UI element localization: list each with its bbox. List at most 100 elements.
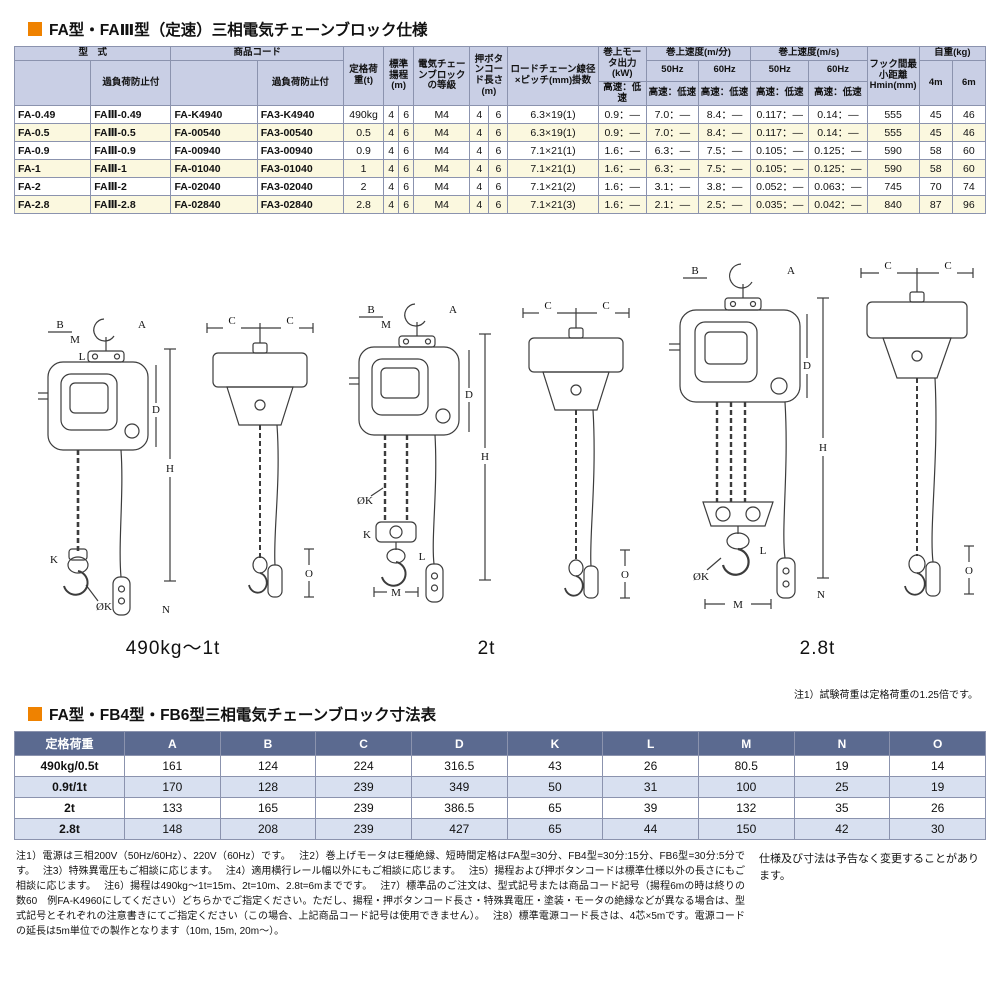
spec-cell: 0.5 [342, 123, 385, 143]
spec-cell: 2.5：― [697, 195, 752, 215]
spec-cell: 7.1×21(1) [507, 141, 599, 161]
spec-cell: 46 [951, 123, 987, 143]
drawing-lines [205, 323, 314, 598]
dim-label: B [691, 265, 698, 277]
hoist-side-drawing-2t: C C O [521, 300, 630, 599]
dim-cell: 50 [506, 776, 604, 799]
spec-cell: 7.5：― [697, 159, 752, 179]
spec-cell: 6 [398, 177, 415, 197]
dim-cell: 427 [410, 818, 508, 841]
spec-cell: 0.063：― [808, 177, 868, 197]
dim-cell: 2.8t [14, 818, 125, 841]
dim-label: D [803, 360, 811, 372]
col-s50-split: 高速：低速 [750, 80, 810, 107]
spec-cell: M4 [413, 105, 471, 125]
spec-cell: 0.125：― [808, 141, 868, 161]
spec-cell: 45 [918, 105, 953, 125]
spec-cell: 0.117：― [750, 105, 810, 125]
spec-cell: 8.4：― [697, 123, 752, 143]
dim-cell: 239 [315, 818, 412, 841]
spec-cell: 7.0：― [645, 123, 699, 143]
spec-cell: 6 [488, 159, 509, 179]
dim-col-header: C [315, 731, 412, 757]
dim-title-text: FA型・FB4型・FB6型三相電気チェーンブロック寸法表 [49, 707, 437, 725]
dim-cell: 165 [219, 797, 317, 820]
spec-cell: 4 [383, 105, 400, 125]
figure-caption: 490kg〜1t [125, 638, 221, 660]
figure-pair: B M A L D H K ØK N [18, 313, 329, 623]
spec-cell: 6 [398, 159, 415, 179]
col-code-overload: 過負荷防止付 [256, 59, 344, 107]
dim-cell: 316.5 [410, 755, 508, 778]
drawing-lines [521, 308, 630, 599]
spec-cell: 45 [918, 123, 953, 143]
figure-pair: B M A ØK L D H K M [329, 298, 645, 628]
dim-cell: 132 [697, 797, 795, 820]
dim-label: A [449, 304, 457, 316]
spec-cell: FAⅢ-0.5 [90, 123, 172, 143]
col-hook-min-distance: フック間最小距離Hmin(mm) [866, 45, 920, 107]
spec-cell: 6 [488, 105, 509, 125]
spec-cell: 46 [951, 105, 987, 125]
spec-cell: 6 [488, 141, 509, 161]
spec-cell: 0.105：― [750, 141, 810, 161]
spec-cell: 0.117：― [750, 123, 810, 143]
dim-label: A [787, 265, 795, 277]
spec-cell: 70 [918, 177, 953, 197]
dim-cell: 26 [889, 797, 986, 820]
spec-cell: M4 [413, 195, 471, 215]
spec-cell: FAⅢ-1 [90, 159, 172, 179]
figure-caption: 2.8t [799, 638, 836, 660]
spec-cell: 0.9：― [597, 123, 647, 143]
spec-cell: 1 [342, 159, 385, 179]
dim-cell: 30 [889, 818, 986, 841]
dim-cell: 19 [889, 776, 986, 799]
spec-title-text: FA型・FAⅢ型（定速）三相電気チェーンブロック仕様 [49, 22, 428, 39]
dim-cell: 14 [889, 755, 986, 778]
dim-label: C [228, 315, 235, 327]
spec-cell: 58 [918, 159, 953, 179]
spec-cell: FAⅢ-2.8 [90, 195, 172, 215]
spec-cell: 0.052：― [750, 177, 810, 197]
spec-cell: FA-00540 [170, 123, 258, 143]
col-chain: ロードチェーン線径×ピッチ(mm)掛数 [507, 45, 599, 107]
dim-col-header: D [410, 731, 508, 757]
figure-group-2-8t: B A D H ØK L M N [645, 258, 991, 660]
col-50hz-min: 50Hz [645, 59, 699, 82]
spec-cell: 1.6：― [597, 177, 647, 197]
col-pushbutton: 押ボタンコード長さ(m) [469, 45, 509, 107]
footnotes-block: 注1）電源は三相200V（50Hz/60Hz）、220V（60Hz）です。 注2… [16, 849, 759, 939]
col-lift: 標準揚程(m) [383, 45, 415, 107]
dim-label: D [152, 404, 160, 416]
spec-cell: 590 [866, 159, 920, 179]
footnote: 注7）標準品のご注文は、型式記号または商品コード記号（揚程6mの時は終りの数60… [16, 881, 746, 923]
dim-cell: 170 [124, 776, 221, 799]
subject-to-change-note: 仕様及び寸法は予告なく変更することがあります。 [759, 853, 979, 883]
drawing-labels: C C O [544, 300, 629, 581]
spec-cell: 0.042：― [808, 195, 868, 215]
dim-cell: 128 [219, 776, 317, 799]
hoist-side-drawing-2-8t: C C O [859, 260, 974, 597]
spec-cell: FA-0.49 [13, 105, 92, 125]
col-model-standard [13, 59, 92, 107]
spec-cell: 58 [918, 141, 953, 161]
spec-cell: FA-01040 [170, 159, 258, 179]
dim-cell: 44 [602, 818, 699, 841]
footnote: 注4）適用横行レール幅以外にもご相談に応じます。 [225, 866, 461, 878]
dim-label: H [166, 463, 174, 475]
spec-cell: 2 [342, 177, 385, 197]
col-capacity: 定格荷重(t) [342, 45, 385, 107]
figure-group-490kg-1t: B M A L D H K ØK N [18, 313, 329, 660]
dim-cell: 386.5 [410, 797, 508, 820]
spec-cell: 4 [469, 159, 490, 179]
spec-cell: 3.8：― [697, 177, 752, 197]
drawing-lines [668, 263, 829, 610]
spec-cell: FA-2.8 [13, 195, 92, 215]
spec-cell: 7.0：― [645, 105, 699, 125]
hoist-front-drawing-2-8t: B A D H ØK L M N [668, 263, 829, 611]
spec-cell: 7.1×21(1) [507, 159, 599, 179]
spec-cell: 0.14：― [808, 105, 868, 125]
